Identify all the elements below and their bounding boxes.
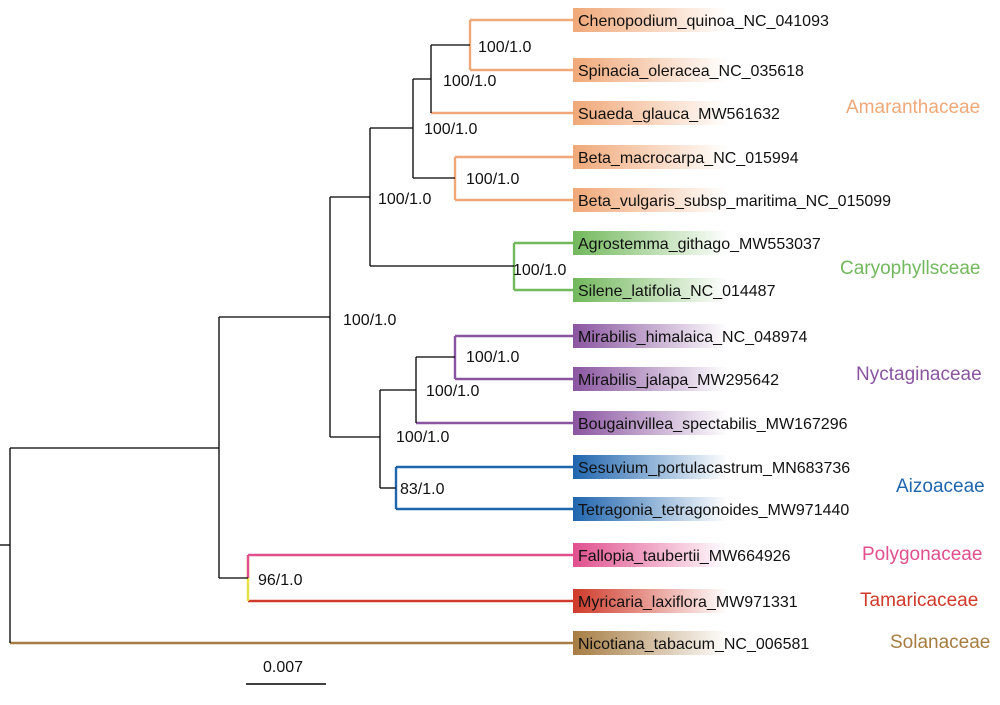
taxon-highlight	[573, 631, 728, 655]
taxon-highlight	[573, 278, 728, 302]
taxon-label-myricaria-laxiflora-mw971331: Myricaria_laxiflora_MW971331	[578, 594, 798, 611]
taxon-highlight	[573, 543, 728, 567]
support-value-caryophyllaceae: 100/1.0	[513, 262, 566, 279]
branch-group	[0, 18, 573, 645]
family-label-polygonaceae: Polygonaceae	[862, 544, 982, 565]
support-value-nyctaginaceae: 100/1.0	[426, 383, 479, 400]
support-value-chenopodium-spinacia: 100/1.0	[478, 39, 531, 56]
taxon-label-sesuvium-portulacastrum-mn683736: Sesuvium_portulacastrum_MN683736	[578, 460, 850, 477]
taxon-label-chenopodium-quinoa-nc-041093: Chenopodium_quinoa_NC_041093	[578, 13, 829, 30]
taxon-label-spinacia-oleracea-nc-035618: Spinacia_oleracea_NC_035618	[578, 63, 804, 80]
support-value-chenopodium-suaeda: 100/1.0	[443, 73, 496, 90]
taxon-highlight	[573, 58, 728, 82]
taxon-highlight	[573, 8, 728, 32]
taxon-label-tetragonia-tetragonoides-mw971440: Tetragonia_tetragonoides_MW971440	[578, 502, 849, 519]
taxon-label-beta-macrocarpa-nc-015994: Beta_macrocarpa_NC_015994	[578, 150, 799, 167]
taxon-label-mirabilis-himalaica-nc-048974: Mirabilis_himalaica_NC_048974	[578, 329, 808, 346]
support-value-amaranthaceae-caryophyllaceae: 100/1.0	[378, 191, 431, 208]
support-value-nyctaginaceae-aizoaceae: 100/1.0	[396, 429, 449, 446]
taxon-highlight	[573, 101, 728, 125]
taxon-highlight	[573, 324, 728, 348]
taxon-highlight	[573, 497, 728, 521]
taxon-label-bougainvillea-spectabilis-mw167296: Bougainvillea_spectabilis_MW167296	[578, 416, 848, 433]
taxon-highlight	[573, 589, 728, 613]
taxon-label-nicotiana-tabacum-nc-006581: Nicotiana_tabacum_NC_006581	[578, 636, 809, 653]
support-value-polygonaceae-tamaricaceae: 96/1.0	[258, 572, 303, 589]
family-label-aizoaceae: Aizoaceae	[896, 476, 985, 497]
taxon-highlight	[573, 367, 728, 391]
taxon-label-group: Chenopodium_quinoa_NC_041093Spinacia_ole…	[578, 13, 891, 653]
scale-bar-label: 0.007	[263, 659, 303, 676]
taxon-label-mirabilis-jalapa-mw295642: Mirabilis_jalapa_MW295642	[578, 372, 779, 389]
taxon-highlight	[573, 231, 728, 255]
family-label-solanaceae: Solanaceae	[890, 632, 990, 653]
support-value-group: 100/1.0 100/1.0 100/1.0 100/1.0 100/1.0 100/1…	[258, 39, 566, 589]
support-value-aizoaceae: 83/1.0	[400, 481, 445, 498]
taxon-highlight	[573, 411, 728, 435]
family-label-amaranthaceae: Amaranthaceae	[846, 97, 980, 118]
support-value-mirabilis: 100/1.0	[466, 349, 519, 366]
support-value-amaranthaceae-core: 100/1.0	[424, 121, 477, 138]
family-label-group: AmaranthaceaeCaryophyllsceaeNyctaginacea…	[840, 97, 990, 653]
family-label-tamaricaceae: Tamaricaceae	[860, 590, 978, 611]
taxon-label-suaeda-glauca-mw561632: Suaeda_glauca_MW561632	[578, 106, 780, 123]
taxon-label-silene-latifolia-nc-014487: Silene_latifolia_NC_014487	[578, 283, 776, 300]
taxon-highlight	[573, 455, 728, 479]
taxon-label-beta-vulgaris-subsp-maritima-nc-015099: Beta_vulgaris_subsp_maritima_NC_015099	[578, 193, 891, 210]
family-label-nyctaginaceae: Nyctaginaceae	[856, 364, 982, 385]
scale-bar: 0.007	[246, 659, 326, 685]
taxon-label-agrostemma-githago-mw553037: Agrostemma_githago_MW553037	[578, 236, 821, 253]
taxon-label-fallopia-taubertii-mw664926: Fallopia_taubertii_MW664926	[578, 548, 791, 565]
taxon-highlight-group	[573, 8, 728, 655]
support-value-caryophyllales-core: 100/1.0	[343, 312, 396, 329]
family-label-caryophyllsceae: Caryophyllsceae	[840, 258, 980, 279]
taxon-highlight	[573, 145, 728, 169]
support-value-beta: 100/1.0	[466, 171, 519, 188]
taxon-highlight	[573, 188, 728, 212]
